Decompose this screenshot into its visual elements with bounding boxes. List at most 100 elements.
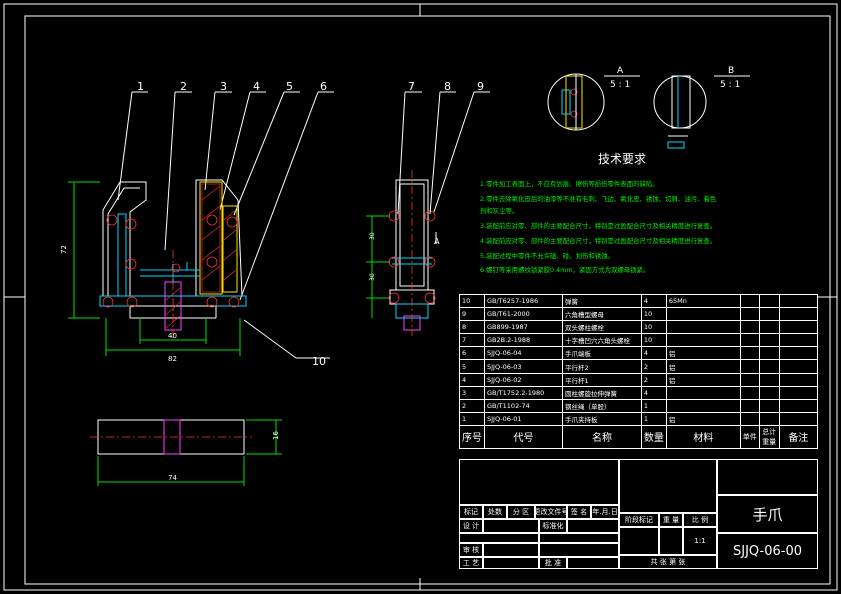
tb-approve: 批 准 — [539, 557, 567, 569]
tb-design: 设 计 — [459, 519, 483, 533]
bom-cell-empty — [739, 307, 760, 322]
bom-cell-no: 4 — [459, 372, 485, 387]
side-view-dimensions — [366, 215, 390, 318]
title-block: 标记 处数 分 区 更改文件号 签 名 年.月.日 设 计 标准化 审 核 工 … — [459, 459, 818, 569]
detail-headers: A 5 : 1 B 5 : 1 — [604, 66, 750, 90]
bom-cell-material: 铝 — [665, 411, 741, 426]
bom-header-unit: 单件 — [739, 424, 760, 449]
bom-cell-empty — [778, 320, 819, 335]
balloon-leaders-side — [397, 91, 490, 215]
front-view-dimensions — [68, 181, 241, 356]
balloon-5: 5 — [286, 80, 293, 93]
tb-weight-blank — [659, 527, 683, 555]
balloon-10: 10 — [312, 355, 326, 368]
sheet-inner-border — [24, 15, 831, 585]
tb-company-blank — [717, 459, 818, 495]
tb-stage-blank — [619, 527, 659, 555]
bom-cell-name: 平行杆1 — [562, 372, 642, 387]
dim-front-height: 72 — [60, 245, 68, 254]
tb-sheets: 共 张 第 张 — [619, 555, 717, 569]
tb-docno: 更改文件号 — [534, 505, 569, 519]
tech-items: 1.零件加工表面上，不应有划痕、擦伤等损伤零件表面的缺陷。 2.零件去除氧化皮后… — [480, 179, 717, 274]
bom-header-material: 材料 — [665, 424, 741, 449]
bom-cell-code: GB2B.2-1988 — [483, 333, 564, 348]
bom-cell-no: 5 — [459, 359, 485, 374]
bom-cell-empty — [739, 372, 760, 387]
bom-header-total: 总计重量 — [758, 424, 780, 449]
bom-cell-name: 六角槽型螺母 — [562, 307, 642, 322]
bom-cell-qty: 10 — [640, 333, 667, 348]
bom-cell-empty — [778, 359, 819, 374]
bom-header-name: 名称 — [562, 424, 642, 449]
dim-front-width: 82 — [168, 355, 177, 363]
bom-cell-code: SJJQ-06-01 — [483, 411, 564, 426]
bom-cell-material: 铝 — [665, 346, 741, 361]
bom-cell-empty — [758, 385, 780, 400]
balloon-1: 1 — [137, 80, 144, 93]
tb-middle-blank — [619, 459, 717, 513]
tech-title: 技术要求 — [598, 152, 646, 166]
bom-cell-empty — [778, 398, 819, 413]
plate-top-view — [90, 419, 282, 486]
bom-cell-empty — [778, 346, 819, 361]
bom-cell-material — [665, 385, 741, 400]
bom-cell-material: 铝 — [665, 372, 741, 387]
drawing-title: 手爪 — [717, 495, 818, 533]
tb-scale: 1:1 — [683, 527, 717, 555]
balloon-3: 3 — [220, 80, 227, 93]
bom-cell-material — [665, 398, 741, 413]
tech-item-1: 1.零件加工表面上，不应有划痕、擦伤等损伤零件表面的缺陷。 — [480, 179, 659, 188]
bom-cell-qty: 1 — [640, 411, 667, 426]
detail-a — [547, 73, 605, 131]
tb-approve-blank — [567, 557, 619, 569]
bom-cell-code: SJJQ-06-04 — [483, 346, 564, 361]
tb-zone: 分 区 — [507, 505, 535, 519]
bom-cell-no: 8 — [459, 320, 485, 335]
bom-cell-qty: 10 — [640, 320, 667, 335]
bom-cell-no: 10 — [459, 293, 485, 309]
tb-mark: 标记 — [459, 505, 483, 519]
front-view — [99, 179, 247, 338]
bom-cell-name: 弹簧 — [562, 293, 642, 309]
bom-cell-name: 手爪端板 — [562, 346, 642, 361]
detail-a-ratio: 5 : 1 — [610, 80, 630, 90]
bom-cell-no: 7 — [459, 333, 485, 348]
bom-cell-no: 6 — [459, 346, 485, 361]
dim-side-2: 30 — [369, 273, 376, 281]
drawing-code: SJJQ-06-00 — [717, 533, 818, 569]
bom-cell-empty — [778, 307, 819, 322]
dim-plate-width: 74 — [168, 474, 177, 482]
bom-cell-empty — [739, 385, 760, 400]
bom-cell-empty — [758, 320, 780, 335]
bom-cell-empty — [758, 398, 780, 413]
bom-cell-code: GB/T6257-1986 — [483, 293, 564, 309]
bom-cell-empty — [739, 333, 760, 348]
bom-cell-empty — [739, 320, 760, 335]
tech-item-5: 5.装配过程中零件不允许磕、碰、划伤和锈蚀。 — [480, 251, 614, 260]
tb-design-blank — [483, 519, 539, 533]
bom-cell-empty — [739, 293, 760, 309]
bom-cell-material — [665, 333, 741, 348]
centering-marks — [4, 4, 837, 590]
bom-cell-qty: 1 — [640, 398, 667, 413]
bom-cell-no: 9 — [459, 307, 485, 322]
bom-cell-qty: 10 — [640, 307, 667, 322]
bom-cell-code: SJJQ-06-03 — [483, 359, 564, 374]
detail-b-label: B — [728, 66, 734, 76]
bom-cell-code: GB/T1752.2-1980 — [483, 385, 564, 400]
balloon-7: 7 — [408, 80, 415, 93]
balloon-8: 8 — [444, 80, 451, 93]
dim-plate-height: 16 — [272, 431, 280, 440]
revision-grid — [459, 459, 619, 505]
detail-b — [653, 75, 707, 149]
balloon-2: 2 — [180, 80, 187, 93]
tb-standard-blank — [567, 519, 619, 533]
bom-header-code: 代号 — [483, 424, 564, 449]
bom-cell-code: GB899-1987 — [483, 320, 564, 335]
bom-cell-no: 2 — [459, 398, 485, 413]
